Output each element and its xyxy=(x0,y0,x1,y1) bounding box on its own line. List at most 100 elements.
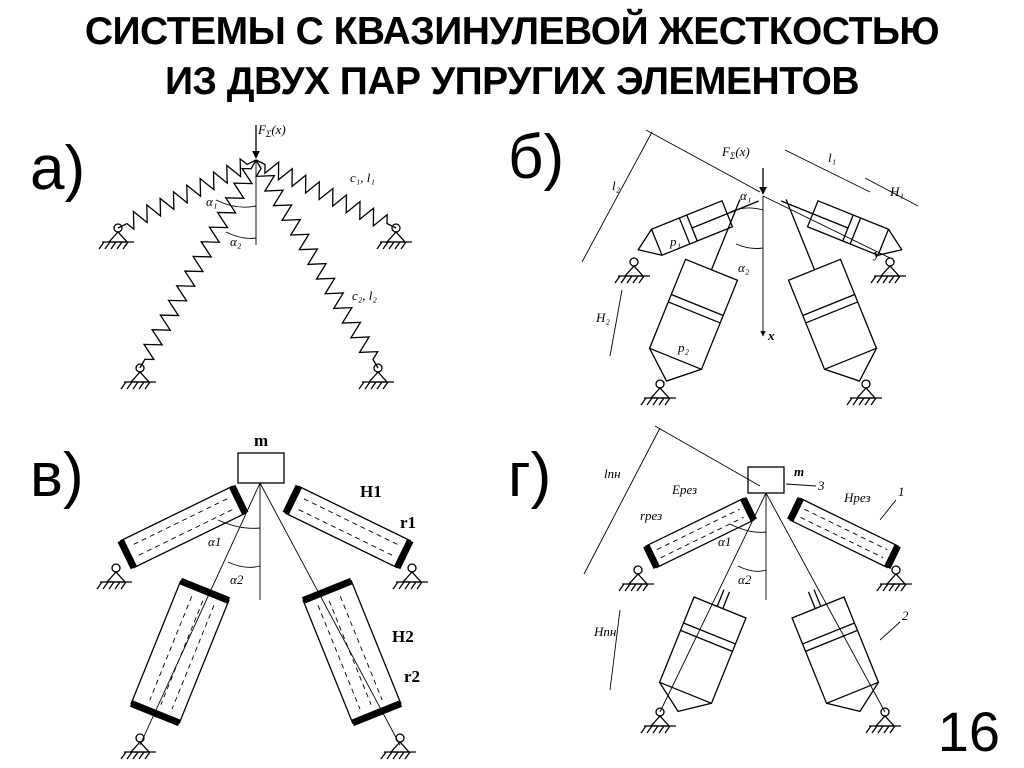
cylinder-p1-left xyxy=(637,199,760,257)
support-v4 xyxy=(380,733,416,760)
dim-l2-ext xyxy=(645,129,761,193)
dim-h2 xyxy=(609,289,623,357)
cylinder-pn-right xyxy=(791,589,880,713)
support-b4 xyxy=(846,379,882,406)
callout-3: 3 xyxy=(817,478,825,493)
dim-h-pn xyxy=(609,609,621,691)
support-a1 xyxy=(98,223,134,250)
cylinder-pn-left xyxy=(658,589,747,713)
spring-c1-right xyxy=(255,159,397,229)
cylinder-p2-left xyxy=(648,199,741,382)
label-p2: p₂ xyxy=(677,340,690,355)
leader-2 xyxy=(879,621,901,641)
spring-label-c2: c₂, l₂ xyxy=(352,288,377,303)
label-h-pn: Hпн xyxy=(593,624,616,639)
dim-l2 xyxy=(581,131,653,263)
angle-label-b2: α₂ xyxy=(738,260,750,275)
panel-g-diagram: m xyxy=(583,425,912,734)
spring-c2-left xyxy=(139,159,257,369)
mass-box-v xyxy=(237,452,285,484)
angle-label-a1: α₁ xyxy=(206,194,217,209)
label-l2: l₂ xyxy=(612,178,621,193)
label-h2-v: H2 xyxy=(392,627,414,646)
element-rez-right xyxy=(787,497,901,569)
title-line-1: СИСТЕМЫ С КВАЗИНУЛЕВОЙ ЖЕСТКОСТЬЮ xyxy=(84,10,940,53)
mass-box-g xyxy=(747,466,785,494)
mass-label-g: m xyxy=(794,464,804,479)
angle-arc-a2 xyxy=(225,231,257,239)
support-g2 xyxy=(876,565,912,592)
label-l1: l₁ xyxy=(828,150,836,165)
label-h1: H₁ xyxy=(889,184,904,199)
label-r1-v: r1 xyxy=(400,513,416,532)
label-l-pn: lпн xyxy=(604,466,621,481)
angle-arc-b1 xyxy=(729,207,764,213)
dim-h1 xyxy=(864,177,919,207)
angle-label-v1: α1 xyxy=(208,534,221,549)
page-number: 16 xyxy=(937,700,1000,763)
support-a3 xyxy=(120,363,156,390)
angle-arc-g1 xyxy=(729,523,767,533)
panel-a-diagram: FΣ(x) α₁ α₂ c₁, l₁ c₂, l₂ xyxy=(98,122,412,390)
dim-l-pn xyxy=(583,427,661,575)
cylinder-right-lower-b xyxy=(785,199,878,382)
spring-c2-right xyxy=(255,159,379,369)
panel-b-label: б) xyxy=(508,123,565,192)
support-b3 xyxy=(640,379,676,406)
axis-label-x: x xyxy=(767,328,775,343)
angle-label-b1: α₁ xyxy=(740,188,751,203)
mass-label-v: m xyxy=(254,431,268,450)
axis-label-y: y xyxy=(872,246,880,261)
panel-v-label: в) xyxy=(30,441,84,510)
label-h1-v: H1 xyxy=(360,482,382,501)
label-r2-v: r2 xyxy=(404,667,420,686)
element-r1-left xyxy=(117,484,249,570)
label-e-rez: Eрез xyxy=(671,482,697,497)
support-g1 xyxy=(618,565,654,592)
tie-lower-right-v xyxy=(259,482,401,746)
panel-v-diagram: m xyxy=(96,431,428,760)
y-axis-b xyxy=(762,195,891,259)
support-g4 xyxy=(865,707,901,734)
spring-c1-left xyxy=(117,157,257,231)
force-label-b: FΣ(x) xyxy=(721,144,750,161)
support-b2 xyxy=(870,257,906,284)
callout-2: 2 xyxy=(902,608,909,623)
tie-lower-right-g xyxy=(765,492,886,713)
angle-arc-a1 xyxy=(215,199,257,208)
angle-label-a2: α₂ xyxy=(230,234,242,249)
label-h2: H₂ xyxy=(595,310,610,325)
support-v3 xyxy=(120,733,156,760)
element-r2-left xyxy=(129,577,231,727)
dim-l1 xyxy=(784,149,871,193)
spring-label-c1: c₁, l₁ xyxy=(350,170,375,185)
angle-label-g1: α1 xyxy=(718,534,731,549)
callout-1: 1 xyxy=(898,484,905,499)
support-a4 xyxy=(358,363,394,390)
element-r1-right xyxy=(282,484,414,570)
angle-arc-g2 xyxy=(737,565,767,572)
label-h-rez: Hрез xyxy=(843,490,871,505)
support-g3 xyxy=(640,707,676,734)
title-line-2: ИЗ ДВУХ ПАР УПРУГИХ ЭЛЕМЕНТОВ xyxy=(164,60,860,103)
element-rez-left xyxy=(643,497,757,569)
support-v2 xyxy=(392,563,428,590)
support-v1 xyxy=(96,563,132,590)
leader-3 xyxy=(785,483,817,487)
angle-label-v2: α2 xyxy=(230,572,244,587)
panel-b-diagram: FΣ(x) l₂ l₁ H₁ H₂ p₁ p₂ α₁ α₂ x y xyxy=(581,129,919,406)
element-r2-right xyxy=(301,577,403,727)
tie-lower-left-g xyxy=(659,492,767,713)
angle-arc-b2 xyxy=(735,243,764,249)
panel-g-label: г) xyxy=(508,441,552,510)
panel-a-label: а) xyxy=(30,134,86,203)
support-b1 xyxy=(614,257,650,284)
cylinder-right-b xyxy=(780,199,903,257)
force-label-a: FΣ(x) xyxy=(257,122,286,139)
angle-arc-v1 xyxy=(217,519,261,529)
leader-1 xyxy=(879,499,897,521)
support-a2 xyxy=(376,223,412,250)
label-p1: p₁ xyxy=(669,234,681,249)
label-r-rez: rрез xyxy=(640,508,662,523)
